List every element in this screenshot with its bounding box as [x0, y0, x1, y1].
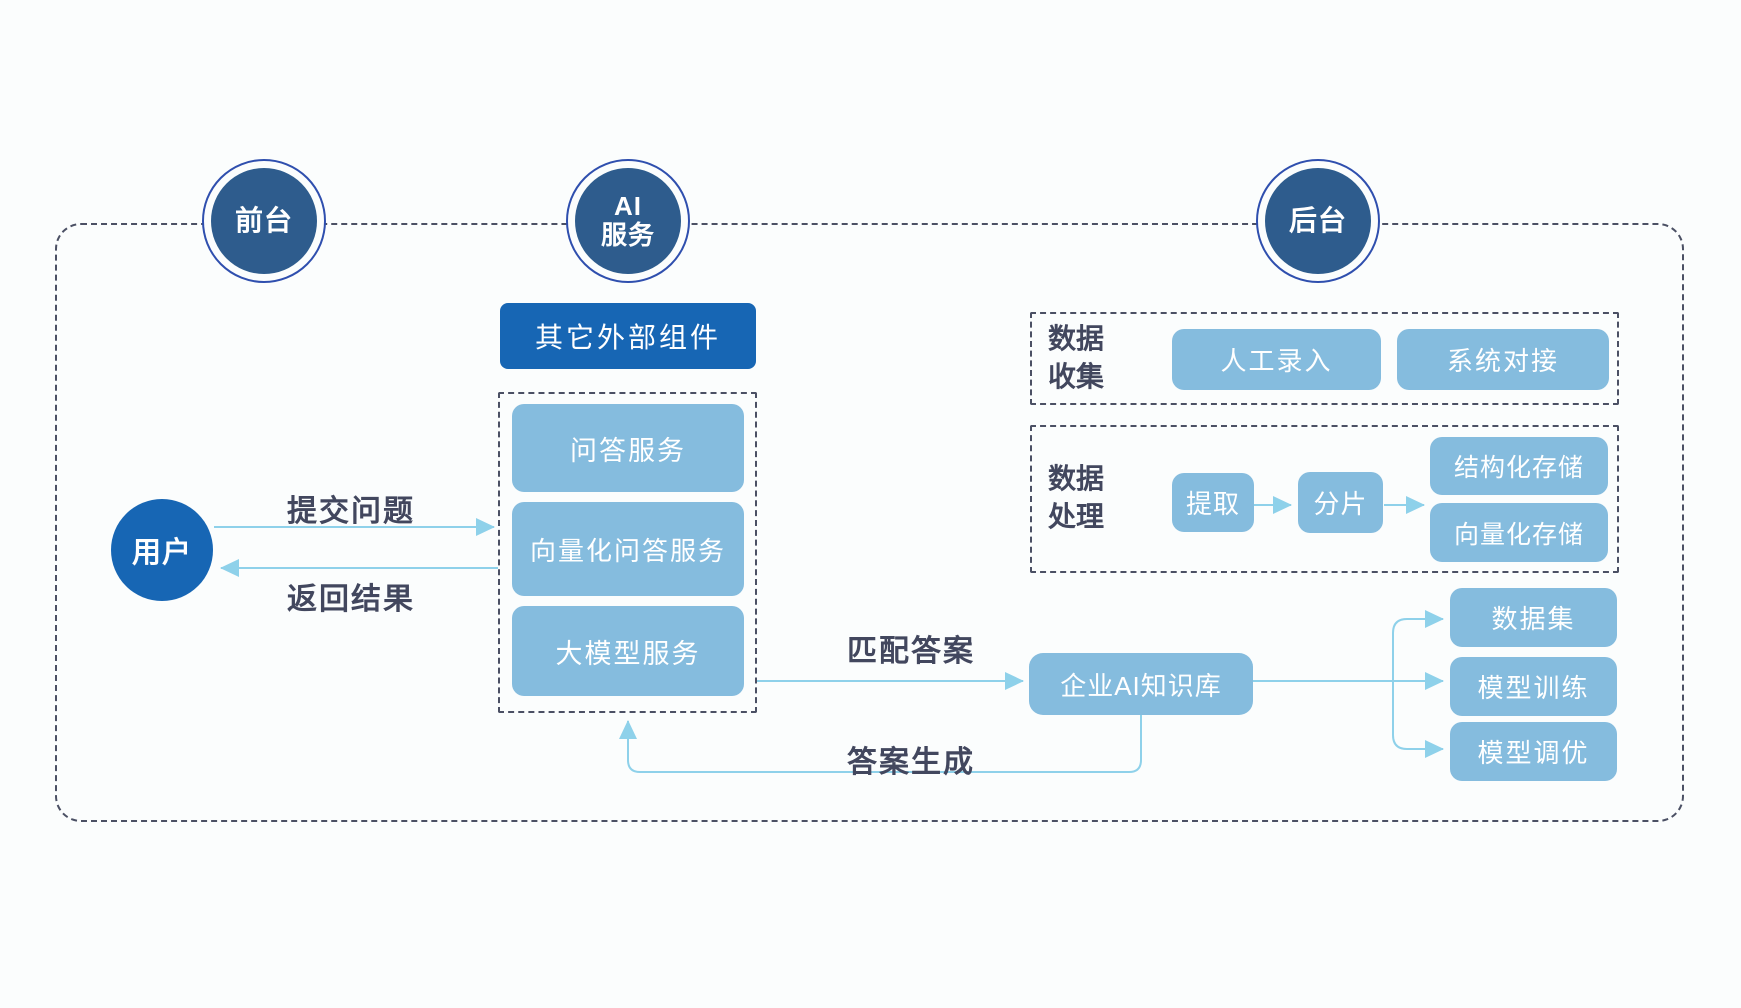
data-processing-title: 数据 处理 [1048, 463, 1105, 532]
extract-node: 提取 [1172, 473, 1254, 532]
data-processing-dashed-group [1030, 425, 1619, 573]
label-match-answer: 匹配答案 [847, 635, 975, 668]
lane-ai-service-label: AI 服务 [575, 168, 681, 274]
user-node: 用户 [111, 499, 213, 601]
external-component-node: 其它外部组件 [500, 303, 756, 369]
lane-frontend: 前台 [202, 159, 326, 283]
outer-dashed-frame [55, 223, 1684, 822]
label-answer-generation: 答案生成 [847, 746, 975, 779]
model-tuning-node: 模型调优 [1450, 722, 1617, 781]
qa-service-node: 问答服务 [512, 404, 744, 492]
system-integration-node: 系统对接 [1397, 329, 1609, 390]
dataset-node: 数据集 [1450, 588, 1617, 647]
lane-ai-service: AI 服务 [566, 159, 690, 283]
lane-frontend-label: 前台 [211, 168, 317, 274]
vectorized-storage-node: 向量化存储 [1430, 503, 1608, 562]
data-collection-dashed-group [1030, 312, 1619, 405]
shard-node: 分片 [1298, 472, 1383, 533]
enterprise-ai-knowledge-base-node: 企业AI知识库 [1029, 653, 1253, 715]
label-submit-question: 提交问题 [287, 495, 415, 528]
structured-storage-node: 结构化存储 [1430, 437, 1608, 495]
manual-entry-node: 人工录入 [1172, 329, 1381, 390]
model-training-node: 模型训练 [1450, 657, 1617, 716]
data-collection-title: 数据 收集 [1048, 323, 1105, 392]
vectorized-qa-service-node: 向量化问答服务 [512, 502, 744, 596]
lane-backend-label: 后台 [1265, 168, 1371, 274]
ai-services-dashed-group [498, 392, 757, 713]
label-return-result: 返回结果 [287, 583, 415, 616]
lane-backend: 后台 [1256, 159, 1380, 283]
llm-service-node: 大模型服务 [512, 606, 744, 696]
